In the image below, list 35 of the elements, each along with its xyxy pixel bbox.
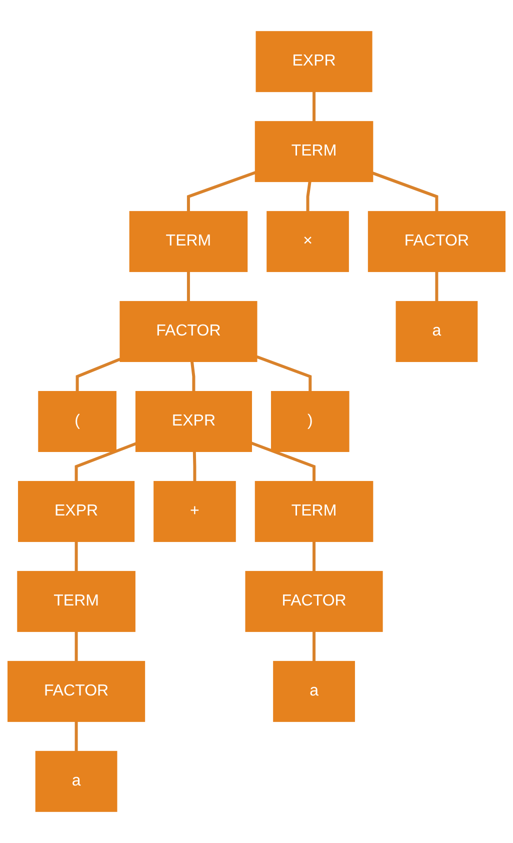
- node-box: +: [154, 480, 236, 542]
- connector: [435, 272, 438, 302]
- node-box: TERM: [254, 121, 374, 182]
- connector: [186, 171, 256, 212]
- connector: [186, 272, 190, 302]
- node-box: TERM: [254, 480, 374, 542]
- node-box: (: [38, 391, 116, 452]
- node-box: a: [273, 660, 355, 722]
- connector: [192, 451, 196, 482]
- node-box: a: [35, 750, 118, 812]
- node-box: FACTOR: [368, 211, 506, 272]
- node-box: EXPR: [135, 391, 252, 452]
- node-box: FACTOR: [8, 660, 146, 722]
- node-box: FACTOR: [120, 301, 258, 362]
- node-box: ×: [266, 211, 349, 272]
- node-box: EXPR: [18, 480, 135, 542]
- connector: [250, 442, 316, 482]
- connector: [76, 358, 121, 392]
- node-box: TERM: [129, 211, 248, 272]
- node-box: FACTOR: [245, 570, 383, 632]
- node-box: TERM: [17, 570, 136, 632]
- node-box: a: [396, 301, 478, 362]
- node-box: ): [270, 391, 350, 452]
- connector: [306, 181, 312, 212]
- connector: [372, 172, 438, 212]
- connector: [74, 541, 78, 572]
- connector: [312, 631, 316, 662]
- connector: [312, 92, 316, 122]
- connector: [74, 631, 78, 662]
- connector: [256, 355, 312, 392]
- connector: [190, 361, 196, 392]
- node-box: EXPR: [256, 31, 372, 92]
- connector: [74, 442, 136, 482]
- connector: [74, 721, 78, 752]
- connector: [312, 541, 316, 572]
